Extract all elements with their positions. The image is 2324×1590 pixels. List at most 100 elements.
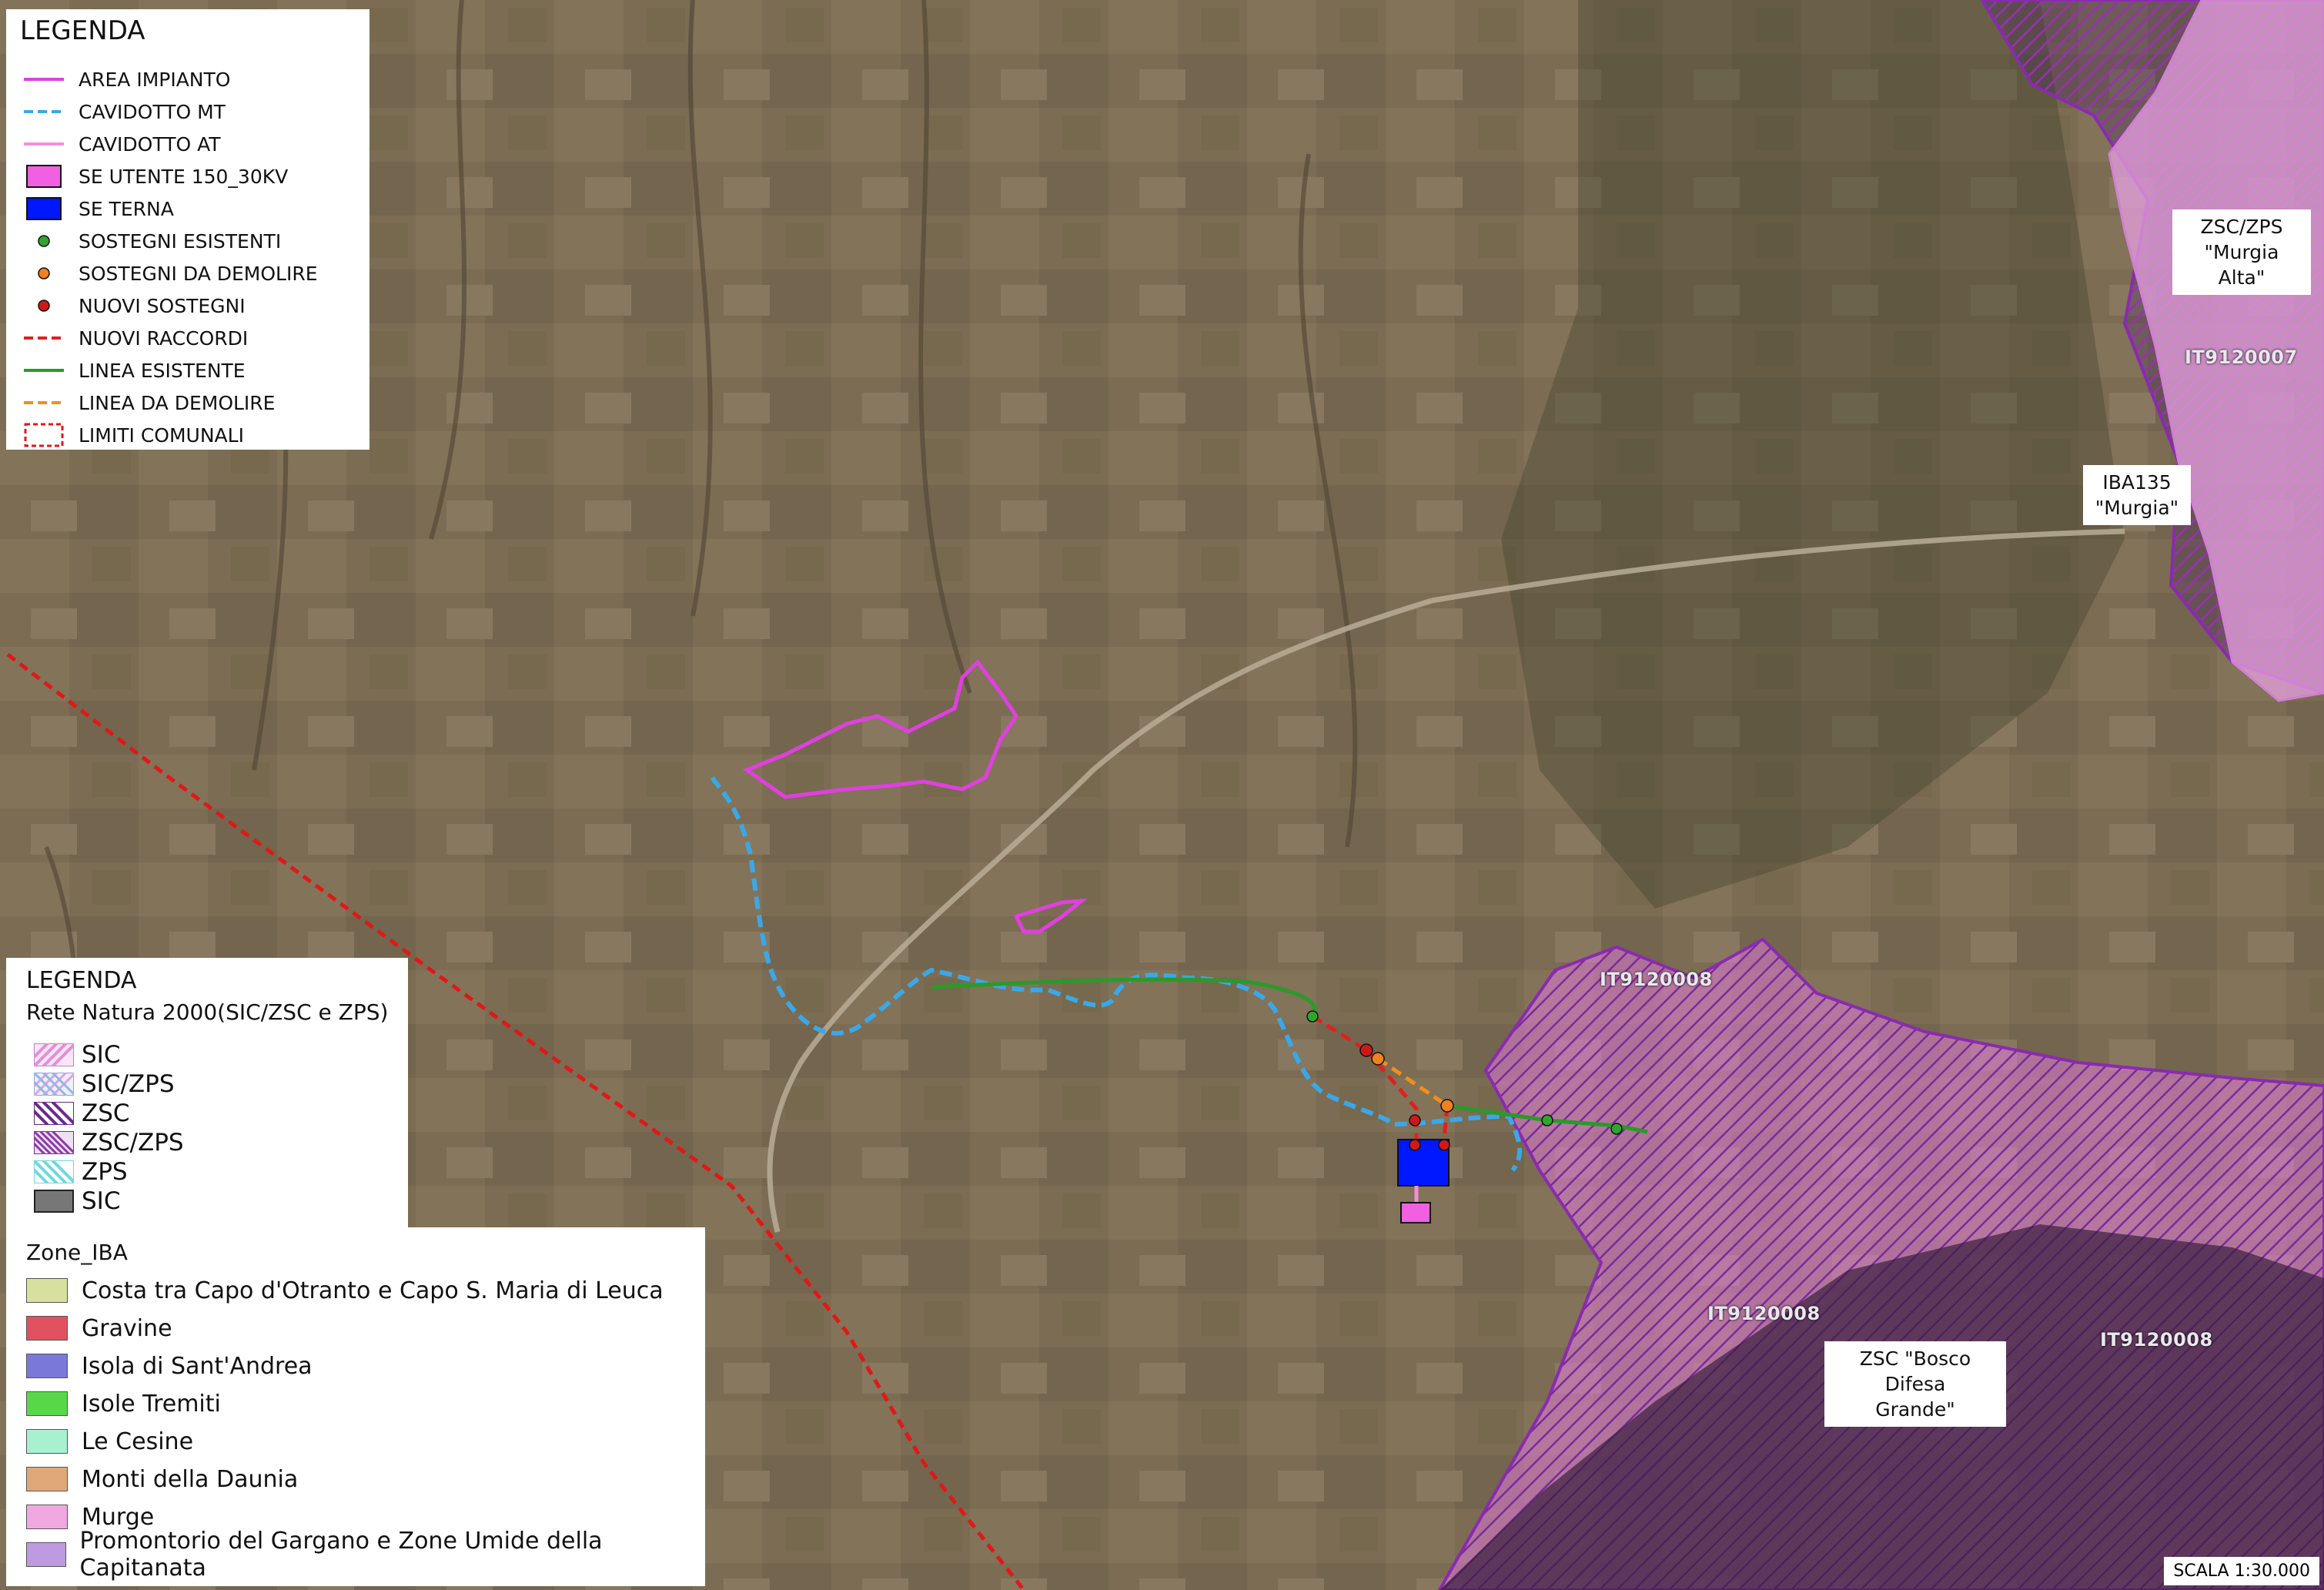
legend-item-label: ZPS [82,1158,128,1186]
linea-da-demolire[interactable] [1376,1056,1449,1108]
label-zsc-zps-murgia-alta: ZSC/ZPS "Murgia Alta" [2172,209,2311,295]
area-impianto-north[interactable] [742,659,1019,799]
legend-item-label: SOSTEGNI DA DEMOLIRE [79,262,318,285]
site-code-label: IT9120007 [2185,346,2298,368]
sostegno-esistente[interactable] [1610,1123,1623,1135]
legend-item-label: SE TERNA [79,197,174,220]
legend-item-cavidotto-at: CAVIDOTTO AT [20,129,221,159]
legend-item-label: Gravine [82,1314,172,1342]
sostegno-da-demolire[interactable] [1371,1052,1385,1066]
legend-item-label: LIMITI COMUNALI [79,423,244,447]
legend-item-label: LINEA ESISTENTE [79,359,246,382]
roads [767,528,2125,1233]
legend-title: LEGENDA [20,15,145,46]
nuovo-sostegno[interactable] [1409,1114,1421,1126]
legend-item-label: Monti della Daunia [82,1465,299,1493]
legend-item-nuovi-raccordi: NUOVI RACCORDI [20,323,248,353]
dashed-line-icon [20,323,68,353]
label-line: ZSC "Bosco Difesa [1859,1347,1971,1395]
legend-item-label: Costa tra Capo d'Otranto e Capo S. Maria… [82,1277,664,1304]
legend-item-label: NUOVI RACCORDI [79,326,249,350]
legend-item-label: SIC [82,1041,121,1069]
crosshatch-swatch-icon [34,1073,74,1096]
legend-item-label: ZSC/ZPS [82,1129,184,1157]
sostegno-esistente[interactable] [1541,1114,1553,1126]
fill-swatch-icon [20,162,68,191]
label-iba-murgia: IBA135 "Murgia" [2083,465,2191,525]
legend-item-label: AREA IMPIANTO [79,68,231,91]
label-line: ZSC/ZPS [2200,216,2283,238]
legend-item-area-impianto: AREA IMPIANTO [20,65,230,94]
legend-item-label: Isola di Sant'Andrea [82,1352,313,1380]
legend-item-iba: Murge [26,1501,154,1532]
hatch-purple-swatch-icon [34,1102,74,1125]
dot-icon [20,259,68,288]
fill-swatch-icon [20,194,68,223]
legend-item-iba: Monti della Daunia [26,1464,298,1495]
legend-item-se-terna: SE TERNA [20,194,174,223]
linea-esistente[interactable] [931,977,1648,1134]
legend-subtitle: Rete Natura 2000(SIC/ZSC e ZPS) [26,999,389,1025]
legend-item-iba: Isole Tremiti [26,1388,221,1419]
dashed-box-icon [20,420,68,450]
legend-item-zsc-zps: ZSC/ZPS [34,1129,184,1157]
legend-item-linea-da-demolire: LINEA DA DEMOLIRE [20,388,275,417]
color-swatch-icon [26,1467,68,1491]
legend-item-label: SOSTEGNI ESISTENTI [79,229,282,253]
legend-item-label: SE UTENTE 150_30KV [79,165,289,188]
nuovo-sostegno[interactable] [1359,1043,1373,1057]
hatch-cyan-swatch-icon [34,1160,74,1183]
nuovo-sostegno[interactable] [1409,1139,1421,1151]
legend-title: LEGENDA [26,967,137,994]
legend-item-label: Promontorio del Gargano e Zone Umide del… [79,1528,603,1582]
legend-item-limiti-comunali: LIMITI COMUNALI [20,420,244,450]
legend-item-label: CAVIDOTTO MT [79,100,226,123]
hatch-purple-dense-swatch-icon [34,1131,74,1154]
legend-item-iba: Promontorio del Gargano e Zone Umide del… [26,1528,705,1582]
legend-item-iba: Isola di Sant'Andrea [26,1351,313,1381]
legend-item-sic: SIC [34,1041,120,1069]
sostegno-da-demolire[interactable] [1440,1099,1454,1113]
dashed-line-icon [20,388,68,417]
solid-line-icon [20,129,68,159]
legend-natura2000: LEGENDA Rete Natura 2000(SIC/ZSC e ZPS) … [6,958,408,1232]
legend-item-label: NUOVI SOSTEGNI [79,294,246,317]
nuovo-sostegno[interactable] [1438,1139,1450,1151]
color-swatch-icon [26,1429,68,1454]
solid-line-icon [20,356,68,385]
iba-murgia-area[interactable] [2108,0,2324,702]
legend-item-iba: Le Cesine [26,1426,193,1457]
color-swatch-icon [26,1354,68,1378]
color-swatch-icon [26,1391,68,1416]
legend-item-sostegni-da-demolire: SOSTEGNI DA DEMOLIRE [20,259,318,288]
site-code-label: IT9120008 [2100,1329,2213,1351]
legend-item-label: Le Cesine [82,1428,194,1455]
dashed-line-icon [20,97,68,126]
dot-icon [20,226,68,256]
legend-item-sostegni-esistenti: SOSTEGNI ESISTENTI [20,226,281,256]
olive-grove-area [1501,0,2125,909]
limiti-comunali-line [6,653,1025,1590]
sostegno-esistente[interactable] [1306,1010,1319,1023]
scale-label: SCALA 1:30.000 [2164,1557,2319,1585]
legend-impianto: LEGENDA AREA IMPIANTO CAVIDOTTO MT CAVID… [6,9,369,450]
legend-item-label: ZSC [82,1100,130,1127]
label-line: Grande" [1875,1398,1955,1421]
legend-item-zps: ZPS [34,1158,128,1186]
legend-item-label: LINEA DA DEMOLIRE [79,391,276,414]
color-swatch-icon [26,1542,66,1567]
se-utente-150-30kv[interactable] [1400,1202,1431,1223]
color-swatch-icon [26,1316,68,1341]
legend-item-nuovi-sostegni: NUOVI SOSTEGNI [20,291,246,320]
color-swatch-icon [26,1278,68,1303]
site-code-label: IT9120008 [1707,1303,1821,1324]
solid-line-icon [20,65,68,94]
area-impianto-south[interactable] [1013,898,1088,934]
label-line: IBA135 [2102,471,2172,494]
label-line: "Murgia Alta" [2204,241,2279,289]
legend-item-zsc: ZSC [34,1100,130,1127]
legend-item-se-utente: SE UTENTE 150_30KV [20,162,288,191]
label-line: "Murgia" [2095,497,2179,519]
legend-item-sic-solid: SIC [34,1187,120,1215]
